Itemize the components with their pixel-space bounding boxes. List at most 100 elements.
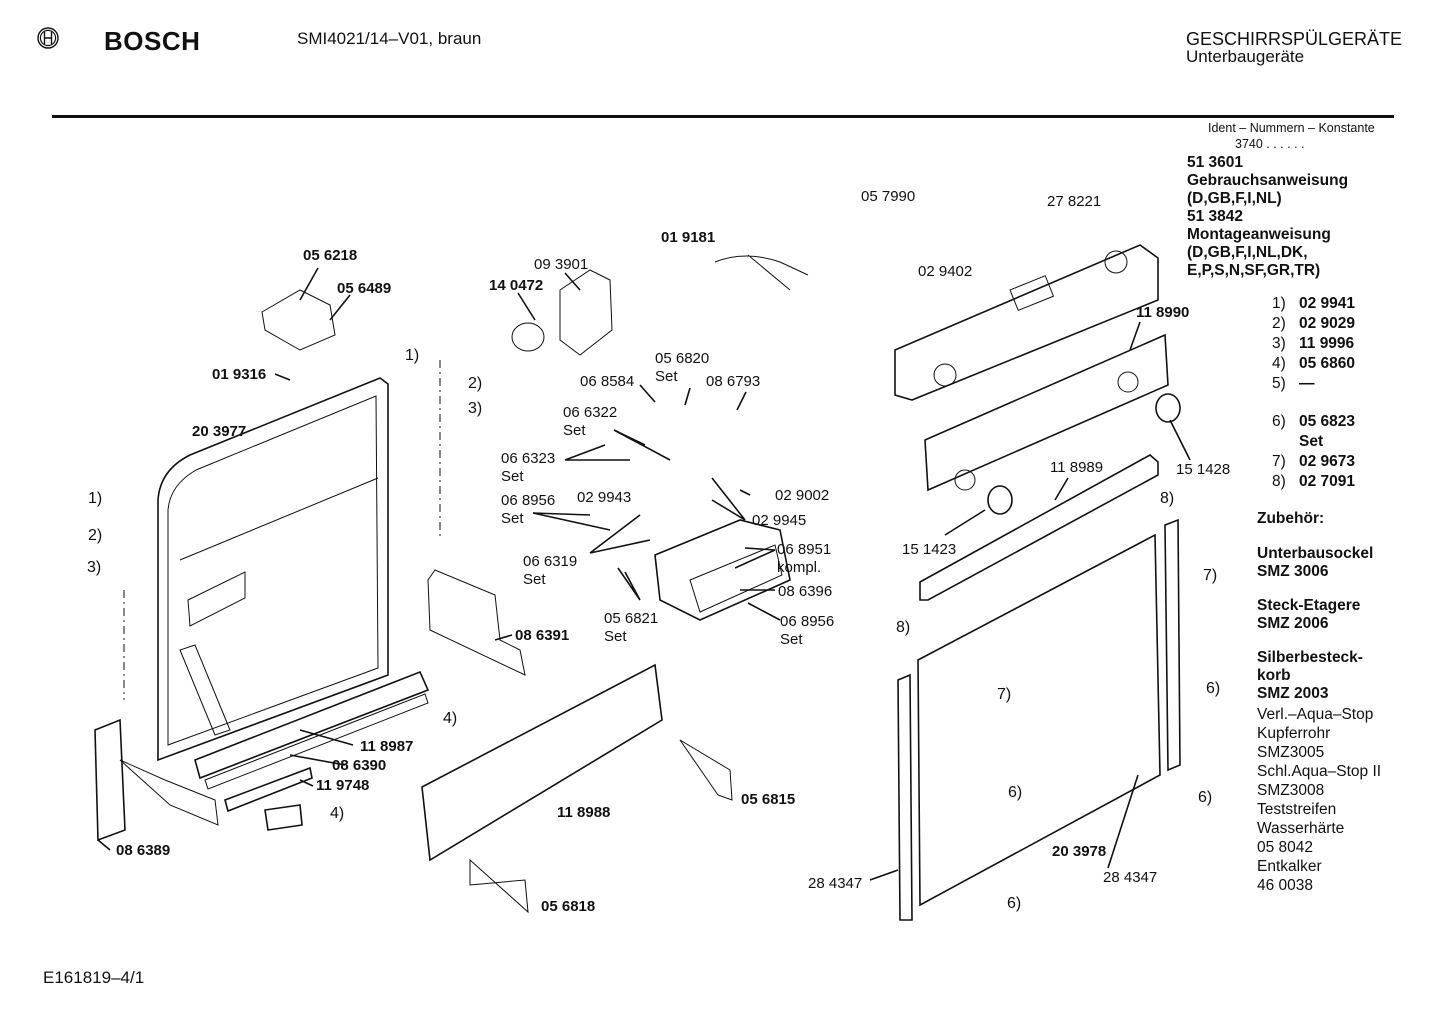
knob-part (987, 485, 1013, 515)
dispenser-part (654, 519, 791, 621)
accessories-list: Unterbausockel SMZ 3006 Steck-Etagere SM… (1257, 545, 1381, 895)
ref-callout: 2) (88, 527, 103, 544)
reference-key: 7) (1272, 453, 1286, 470)
part-label: 01 9316 (212, 366, 267, 383)
accessory-code: SMZ 3006 (1257, 563, 1329, 580)
timer-part (559, 269, 613, 356)
ref-callout: 6) (1206, 680, 1221, 697)
ident-constant: 3740 . . . . . . (1235, 137, 1305, 151)
accessory-name: Steck-Etagere (1257, 597, 1361, 614)
bracket-part (427, 569, 526, 676)
part-label: 08 6391 (515, 627, 570, 644)
reference-key: 2) (1272, 315, 1286, 332)
part-label: 11 8990 (1136, 304, 1190, 321)
hinge-part (94, 718, 219, 842)
reference-value: 02 7091 (1299, 473, 1356, 490)
accessory-code: SMZ 2003 (1257, 685, 1329, 702)
ref-callout: 7) (997, 686, 1012, 703)
reference-value: 02 9029 (1299, 315, 1356, 332)
part-label: 20 3977 (192, 423, 247, 440)
accessory-note: Teststreifen (1257, 801, 1337, 818)
part-label: 05 6489 (337, 280, 392, 297)
document-number: 51 3601 (1187, 154, 1244, 171)
part-label: 02 9402 (918, 263, 973, 280)
accessory-note: SMZ3008 (1257, 782, 1325, 799)
reference-key: 6) (1272, 413, 1286, 430)
brand-name: BOSCH (104, 26, 201, 56)
part-label: 02 9002 (775, 487, 830, 504)
accessory-name: Silberbesteck- (1257, 649, 1363, 666)
category-title: GESCHIRRSPÜLGERÄTE (1185, 29, 1402, 49)
plinth-panel-part (421, 663, 663, 862)
ref-callout: 7) (1203, 567, 1218, 584)
part-label: 02 9943 (577, 489, 632, 506)
ident-heading: Ident – Nummern – Konstante (1208, 121, 1375, 135)
ref-callout: 6) (1008, 784, 1023, 801)
category-subtitle: Unterbaugeräte (1185, 47, 1305, 66)
part-label: 05 6815 (741, 791, 796, 808)
ref-callout: 2) (468, 375, 483, 392)
accessory-name: korb (1257, 667, 1291, 684)
part-label: 11 8988 (557, 804, 611, 821)
reference-item: 2) 02 9029 (1272, 314, 1355, 334)
part-label: 15 1423 (902, 541, 957, 558)
reference-item: 7) 02 9673 (1272, 452, 1355, 472)
accessory-note: Entkalker (1257, 858, 1322, 875)
ref-callout: 3) (468, 400, 483, 417)
leader-lines (97, 267, 1191, 881)
part-label: 01 9181 (661, 229, 716, 246)
document-languages: (D,GB,F,I,NL) (1187, 190, 1282, 207)
part-label: 11 9748 (316, 777, 370, 794)
bottom-rails-part (194, 670, 430, 831)
part-label: 09 3901 (534, 256, 589, 273)
document-title: Montageanweisung (1187, 226, 1331, 243)
part-label: 27 8221 (1047, 193, 1102, 210)
ref-callout: 4) (330, 805, 345, 822)
accessory-note: Kupferrohr (1257, 725, 1331, 742)
plinth-bracket-part (679, 739, 733, 801)
accessory-note: Schl.Aqua–Stop II (1257, 763, 1382, 780)
fascia-part (924, 333, 1169, 492)
part-label: 28 4347 (1103, 869, 1158, 886)
lamp-cable-part (714, 254, 809, 291)
part-label: 05 6818 (541, 898, 596, 915)
reference-value: 05 6860 (1299, 355, 1356, 372)
document-languages: (D,GB,F,I,NL,DK, (1187, 244, 1308, 261)
ref-callout: 1) (405, 347, 420, 364)
part-label: 08 6390 (332, 757, 387, 774)
reference-value: 02 9941 (1299, 295, 1356, 312)
accessory-code: SMZ 2006 (1257, 615, 1329, 632)
document-languages: E,P,S,N,SF,GR,TR) (1187, 262, 1321, 279)
part-label: 08 6396 (778, 583, 833, 600)
reference-key: 1) (1272, 295, 1286, 312)
reference-key: 5) (1272, 375, 1286, 392)
reference-item: 6)05 6823 (1272, 412, 1355, 432)
inner-door-part (157, 377, 389, 762)
document-title: Gebrauchsanweisung (1187, 172, 1349, 189)
accessory-note: Verl.–Aqua–Stop (1257, 706, 1374, 723)
reference-key: 4) (1272, 355, 1286, 372)
ref-callout: 4) (443, 710, 458, 727)
part-label: 06 8584 (580, 373, 635, 390)
reference-value: 02 9673 (1299, 453, 1356, 470)
reference-extra: Set (1299, 433, 1324, 450)
category-heading: GESCHIRRSPÜLGERÄTE Unterbaugeräte (1186, 30, 1402, 66)
part-label: 05 6218 (303, 247, 358, 264)
part-label: 08 6389 (116, 842, 171, 859)
accessory-note: SMZ3005 (1257, 744, 1325, 761)
part-label: 05 7990 (861, 188, 916, 205)
accessories-heading: Zubehör: (1257, 510, 1325, 527)
part-label: 11 8989 (1050, 459, 1104, 476)
reference-item: 4) 05 6860 (1272, 354, 1355, 374)
drawing-id: E161819–4/1 (43, 968, 145, 987)
side-rail-part (897, 673, 913, 921)
part-label: 11 8987 (360, 738, 414, 755)
reference-item: 5)— (1272, 374, 1355, 394)
ref-callout: 6) (1198, 789, 1213, 806)
ref-callout: 3) (87, 559, 102, 576)
accessory-note: 05 8042 (1257, 839, 1314, 856)
part-label: 14 0472 (489, 277, 544, 294)
